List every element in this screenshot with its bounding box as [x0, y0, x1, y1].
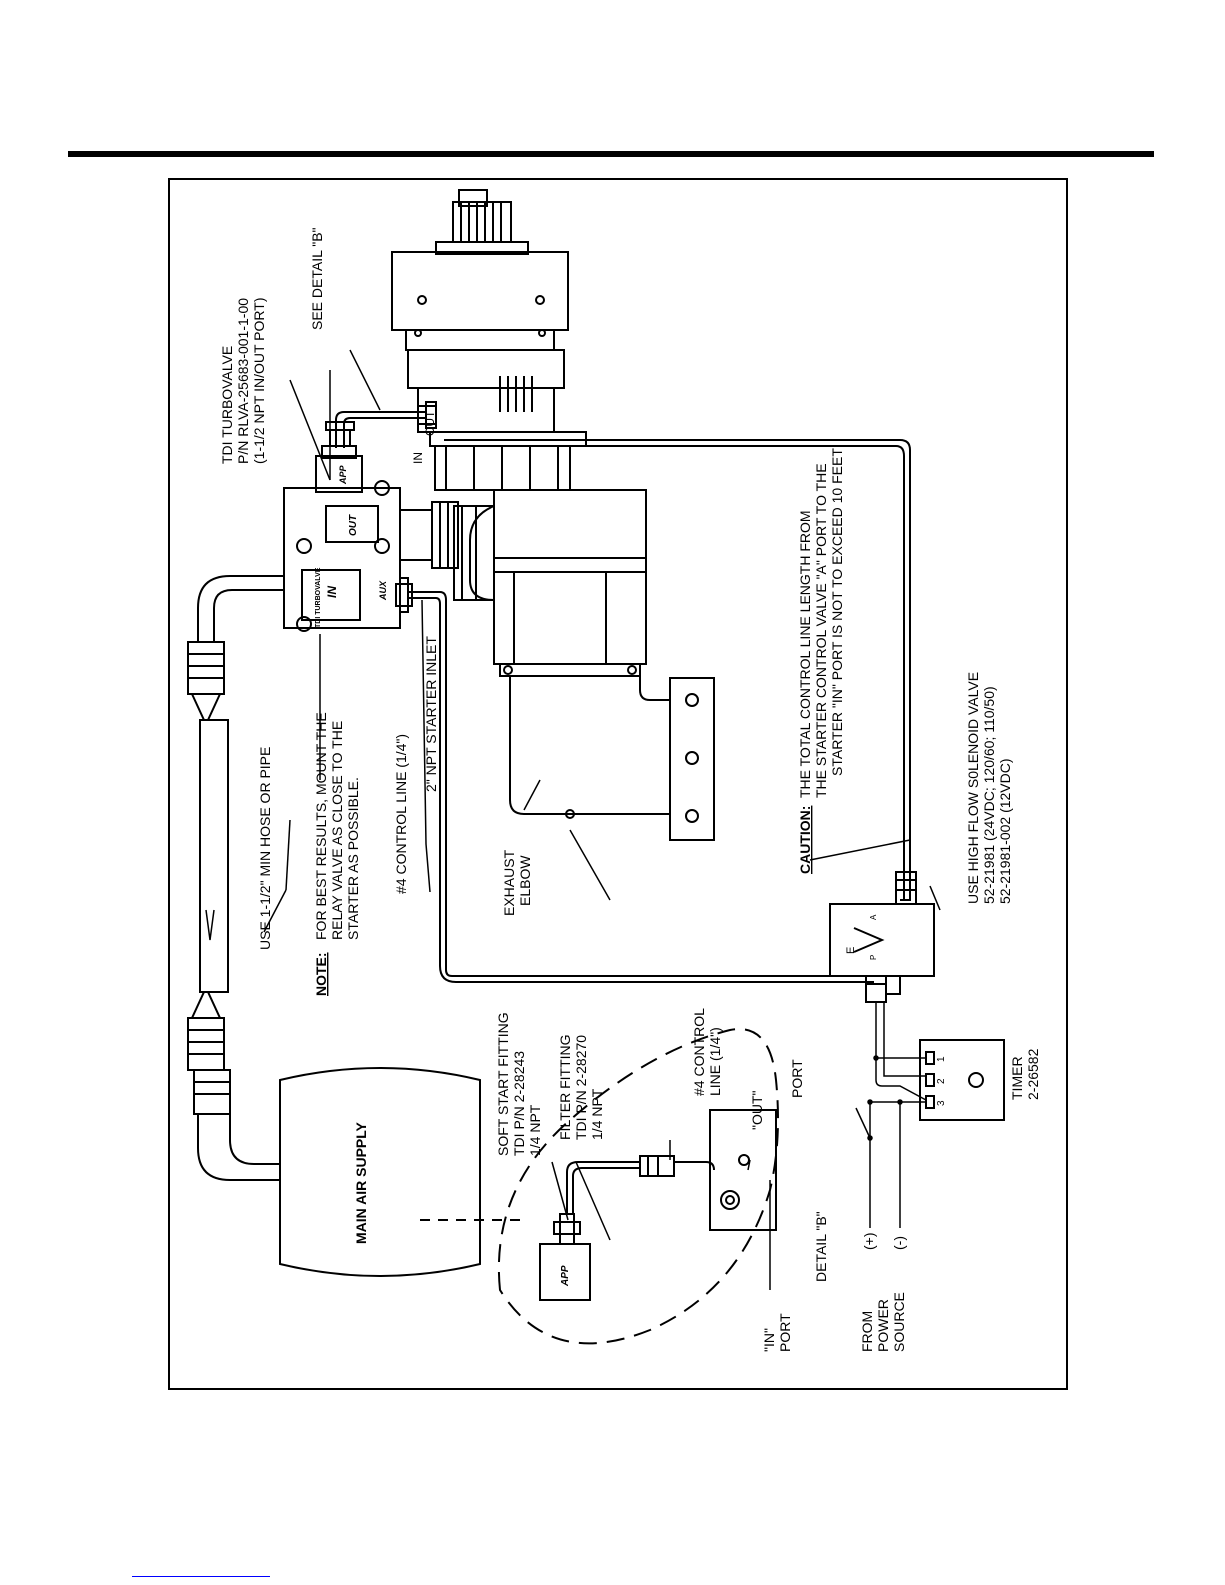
- fittings: [325, 401, 437, 613]
- timer-pin-2: 2: [936, 1078, 947, 1084]
- in-port-line-1: "IN": [761, 1328, 777, 1352]
- power-line-1: FROM: [859, 1311, 875, 1352]
- minus-label: (-): [891, 1236, 907, 1250]
- starter-out-port-label: OUT: [423, 410, 437, 436]
- plus-label: (+): [861, 1233, 877, 1251]
- supply-hose: [187, 575, 284, 1181]
- power-line-3: SOURCE: [891, 1292, 907, 1352]
- control-lines: [335, 411, 911, 983]
- control-line-label: #4 CONTROL LINE (1/4"): [393, 734, 409, 894]
- filter-line-3: 1/4 NPT: [589, 1088, 605, 1140]
- hose-label: USE 1-1/2" MIN HOSE OR PIPE: [257, 747, 273, 950]
- valve-out-label: OUT: [348, 514, 359, 536]
- valve-brand-label: TDI TURBOVALVE: [315, 567, 322, 628]
- relay-valve: [283, 445, 459, 632]
- note-line-3: STARTER AS POSSIBLE.: [345, 777, 361, 940]
- filter-line-1: FILTER FITTING: [557, 1034, 573, 1140]
- solenoid-valve: [829, 871, 935, 1003]
- control-line-4-line-1: #4 CONTROL: [691, 1008, 707, 1096]
- soft-start-line-3: 1/4 NPT: [527, 1104, 543, 1156]
- out-port-line-2: PORT: [789, 1059, 805, 1098]
- timer-pin-3: 3: [936, 1100, 947, 1106]
- soft-start-line-1: SOFT START FITTING: [495, 1012, 511, 1156]
- caution-line-1: THE TOTAL CONTROL LINE LENGTH FROM: [797, 510, 813, 798]
- solenoid-line-3: 52-21981-002 (12VDC): [997, 758, 1013, 904]
- solenoid-a-label: A: [869, 914, 878, 920]
- footnote-rule: [132, 1576, 270, 1577]
- turbovalve-line-1: TDI TURBOVALVE: [219, 346, 235, 464]
- solenoid-line-1: USE HIGH FLOW S0LENOID VALVE: [965, 672, 981, 904]
- solenoid-p-label: P: [869, 955, 878, 960]
- leader-lines: [263, 349, 941, 1290]
- top-rule: [68, 151, 1154, 157]
- soft-start-line-2: TDI P/N 2-28243: [511, 1051, 527, 1156]
- solenoid-e-label: E: [845, 947, 857, 954]
- timer-line-1: TIMER: [1009, 1056, 1025, 1100]
- note-line-2: RELAY VALVE AS CLOSE TO THE: [329, 721, 345, 940]
- out-port-line-1: "OUT": [749, 1090, 765, 1130]
- in-port-line-2: PORT: [777, 1313, 793, 1352]
- valve-in-label: IN: [325, 586, 339, 598]
- installation-diagram: IN OUT AUX APP TDI TURBOVALVE MAIN AIR S…: [187, 189, 1041, 1352]
- valve-app-label: APP: [338, 464, 348, 485]
- control-line-4-line-2: LINE (1/4"): [707, 1027, 723, 1096]
- note-head: NOTE:: [313, 952, 329, 996]
- timer-line-2: 2-26582: [1025, 1048, 1041, 1100]
- timer: [919, 1039, 1005, 1121]
- detail-app-label: APP: [560, 1265, 571, 1287]
- turbovalve-line-2: P/N RLVA-25683-001-1-00: [235, 298, 251, 464]
- wiring: [855, 1002, 927, 1228]
- main-air-supply-label: MAIN AIR SUPPLY: [353, 1121, 369, 1244]
- see-detail-label: SEE DETAIL "B": [309, 227, 325, 330]
- main-air-tank: [279, 1066, 481, 1278]
- filter-line-2: TDI P/N 2-28270: [573, 1035, 589, 1140]
- starter-in-port-label: IN: [411, 452, 425, 464]
- diagram-frame: IN OUT AUX APP TDI TURBOVALVE MAIN AIR S…: [168, 178, 1068, 1390]
- valve-aux-label: AUX: [378, 580, 388, 601]
- note-line-1: FOR BEST RESULTS, MOUNT THE: [313, 712, 329, 940]
- exhaust-label-1: EXHAUST: [501, 849, 517, 916]
- exhaust-label-2: ELBOW: [517, 855, 533, 906]
- power-line-2: POWER: [875, 1299, 891, 1352]
- timer-pin-1: 1: [936, 1056, 947, 1062]
- exhaust-elbow: [509, 676, 715, 841]
- detail-b-inset: [420, 1028, 779, 1345]
- starter-inlet-label: 2" NPT STARTER INLET: [423, 636, 439, 792]
- caution-line-2: THE STARTER CONTROL VALVE "A" PORT TO TH…: [813, 463, 829, 798]
- caution-line-3: STARTER "IN" PORT IS NOT TO EXCEED 10 FE…: [829, 448, 845, 776]
- solenoid-line-2: 52-21981 (24VDC; 120/60; 110/50): [981, 686, 997, 904]
- turbovalve-line-3: (1-1/2 NPT IN/OUT PORT): [251, 298, 267, 464]
- air-starter: [391, 189, 647, 677]
- caution-head: CAUTION:: [797, 806, 813, 874]
- detail-b-label: DETAIL "B": [813, 1211, 829, 1282]
